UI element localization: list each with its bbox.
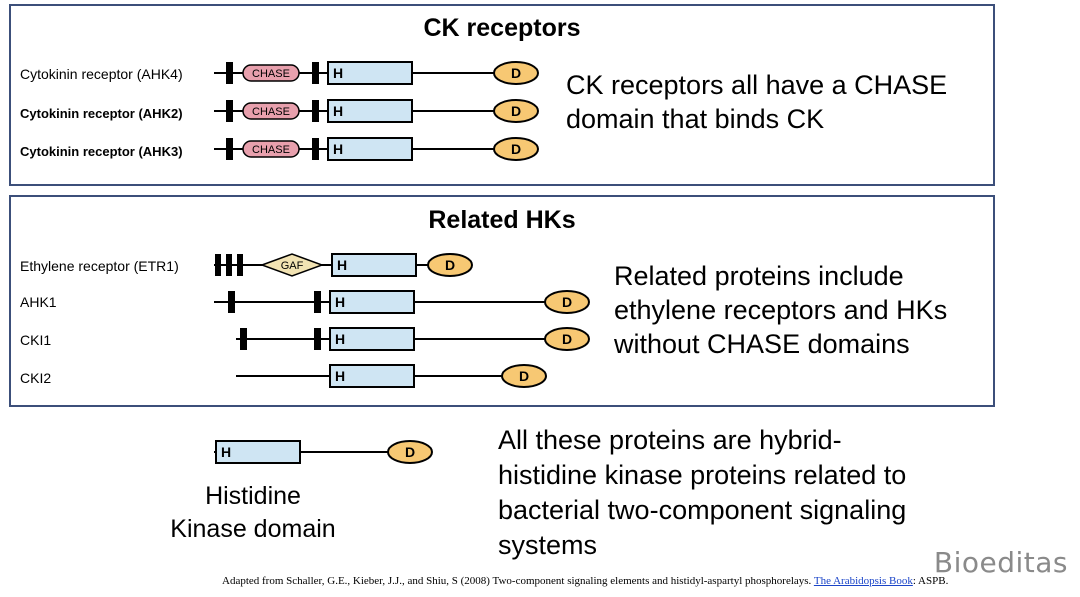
chase-label: CHASE xyxy=(252,144,290,156)
row-label-ahk3: Cytokinin receptor (AHK3) xyxy=(20,144,183,159)
hk-description: Related proteins include ethylene recept… xyxy=(614,259,947,361)
d-label: D xyxy=(562,331,572,347)
d-domain xyxy=(493,61,539,85)
row-label-ahk1: AHK1 xyxy=(20,294,57,310)
h-label: H xyxy=(335,368,345,384)
bottom-description-line: All these proteins are hybrid- xyxy=(498,425,842,455)
tm-segment xyxy=(228,291,235,313)
ck-description-line: domain that binds CK xyxy=(566,104,825,134)
hk-caption-line: Kinase domain xyxy=(170,515,336,543)
chase-domain xyxy=(242,140,300,158)
h-domain xyxy=(327,99,413,123)
citation-text: Adapted from Schaller, G.E., Kieber, J.J… xyxy=(222,575,812,587)
hk-description-line: ethylene receptors and HKs xyxy=(614,295,948,325)
d-label: D xyxy=(405,444,415,460)
bottom-description-line: bacterial two-component signaling xyxy=(498,495,907,525)
d-domain xyxy=(427,253,473,277)
hk-caption-line: Histidine xyxy=(205,482,301,510)
ck-panel-title: CK receptors xyxy=(423,14,581,42)
row-label-ahk4: Cytokinin receptor (AHK4) xyxy=(20,66,183,82)
chase-domain xyxy=(242,102,300,120)
bottom-description-line: systems xyxy=(498,530,598,560)
d-label: D xyxy=(445,257,455,273)
h-domain xyxy=(329,290,415,314)
h-label: H xyxy=(337,257,347,273)
tm-segment xyxy=(226,62,233,84)
tm-segment xyxy=(314,291,321,313)
tm-segment xyxy=(226,254,232,276)
h-label: H xyxy=(221,444,231,460)
d-domain xyxy=(501,364,547,388)
citation: Adapted from Schaller, G.E., Kieber, J.J… xyxy=(222,575,948,587)
h-domain xyxy=(327,61,413,85)
hk-description-line: Related proteins include xyxy=(614,261,904,291)
hk-panel-title: Related HKs xyxy=(428,206,576,234)
d-label: D xyxy=(562,294,572,310)
d-domain xyxy=(493,99,539,123)
h-domain xyxy=(331,253,417,277)
d-label: D xyxy=(511,65,521,81)
tm-segment xyxy=(215,254,221,276)
chase-label: CHASE xyxy=(252,68,290,80)
h-domain xyxy=(327,137,413,161)
d-domain xyxy=(544,290,590,314)
tm-segment xyxy=(226,138,233,160)
h-domain xyxy=(329,327,415,351)
h-label: H xyxy=(333,141,343,157)
gaf-domain xyxy=(259,253,325,277)
d-label: D xyxy=(511,103,521,119)
tm-segment xyxy=(240,328,247,350)
h-domain xyxy=(329,364,415,388)
chase-domain xyxy=(242,64,300,82)
chase-label: CHASE xyxy=(252,106,290,118)
h-domain xyxy=(215,440,301,464)
row-label-ahk2: Cytokinin receptor (AHK2) xyxy=(20,106,183,121)
row-label-etr1: Ethylene receptor (ETR1) xyxy=(20,258,179,274)
d-label: D xyxy=(519,368,529,384)
h-label: H xyxy=(335,294,345,310)
ck-description: CK receptors all have a CHASE domain tha… xyxy=(566,68,947,136)
hk-description-line: without CHASE domains xyxy=(614,329,910,359)
citation-link[interactable]: The Arabidopsis Book xyxy=(813,575,913,587)
d-label: D xyxy=(511,141,521,157)
brand-watermark: Bioeditas xyxy=(933,546,1068,579)
gaf-label: GAF xyxy=(281,260,304,272)
h-label: H xyxy=(333,103,343,119)
tm-segment xyxy=(312,62,319,84)
bottom-description: All these proteins are hybrid- histidine… xyxy=(498,423,906,563)
d-domain xyxy=(387,440,433,464)
d-domain xyxy=(493,137,539,161)
hk-domain-caption: Histidine Kinase domain xyxy=(140,480,366,546)
tm-segment xyxy=(314,328,321,350)
bottom-description-line: histidine kinase proteins related to xyxy=(498,460,907,490)
tm-segment xyxy=(312,100,319,122)
d-domain xyxy=(544,327,590,351)
h-label: H xyxy=(335,331,345,347)
row-label-cki2: CKI2 xyxy=(20,370,52,386)
ck-description-line: CK receptors all have a CHASE xyxy=(566,70,948,100)
tm-segment xyxy=(312,138,319,160)
tm-segment xyxy=(226,100,233,122)
h-label: H xyxy=(333,65,343,81)
tm-segment xyxy=(237,254,243,276)
row-label-cki1: CKI1 xyxy=(20,332,52,348)
citation-suffix: : ASPB. xyxy=(912,575,949,587)
